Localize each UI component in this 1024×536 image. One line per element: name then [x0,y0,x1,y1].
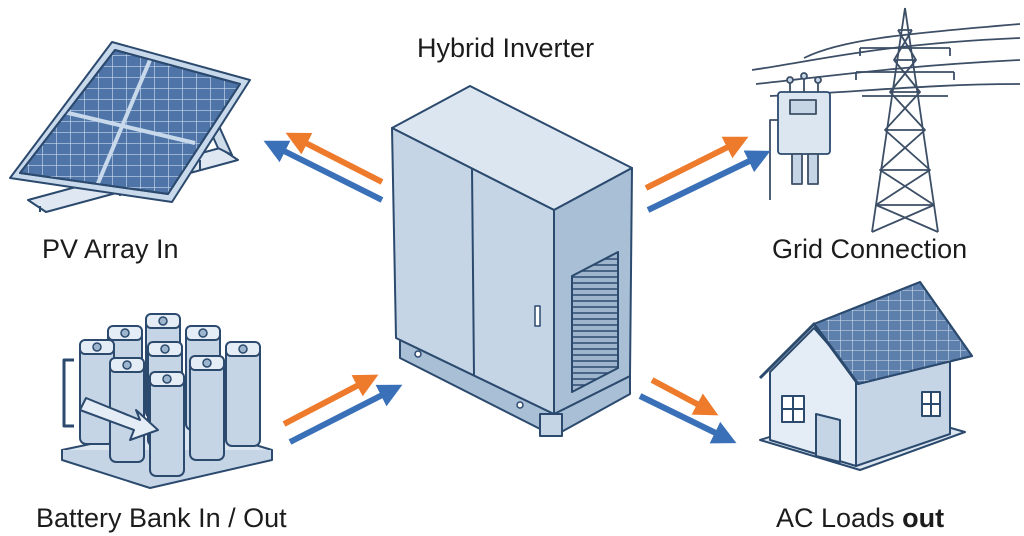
arrow-blue-battery [288,384,403,445]
arrow-orange-grid [644,136,749,191]
arrow-orange-pv [285,132,384,185]
arrow-orange-battery [282,374,379,427]
arrow-blue-pv [263,140,384,203]
grid-connection-label: Grid Connection [772,234,968,264]
arrows-grid [644,136,771,213]
arrows-battery [282,374,403,445]
battery-bank-icon [61,313,273,489]
utility-pole-icon [751,7,1021,233]
ac-loads-main: AC Loads [776,503,903,533]
ac-loads-suffix: out [902,503,945,533]
arrows-loads [638,377,737,444]
arrow-orange-loads [650,377,719,416]
arrows-pv [263,132,384,203]
arrow-blue-grid [646,150,771,213]
inverter-label: Hybrid Inverter [417,33,595,63]
inverter-cabinet-icon [391,85,633,437]
arrow-blue-loads [638,393,737,444]
solar-panel-icon [9,41,251,213]
pv-array-label: PV Array In [42,234,179,264]
battery-bank-label: Battery Bank In / Out [36,503,287,533]
ac-loads-label: AC Loads out [776,503,944,534]
house-icon [758,281,973,471]
